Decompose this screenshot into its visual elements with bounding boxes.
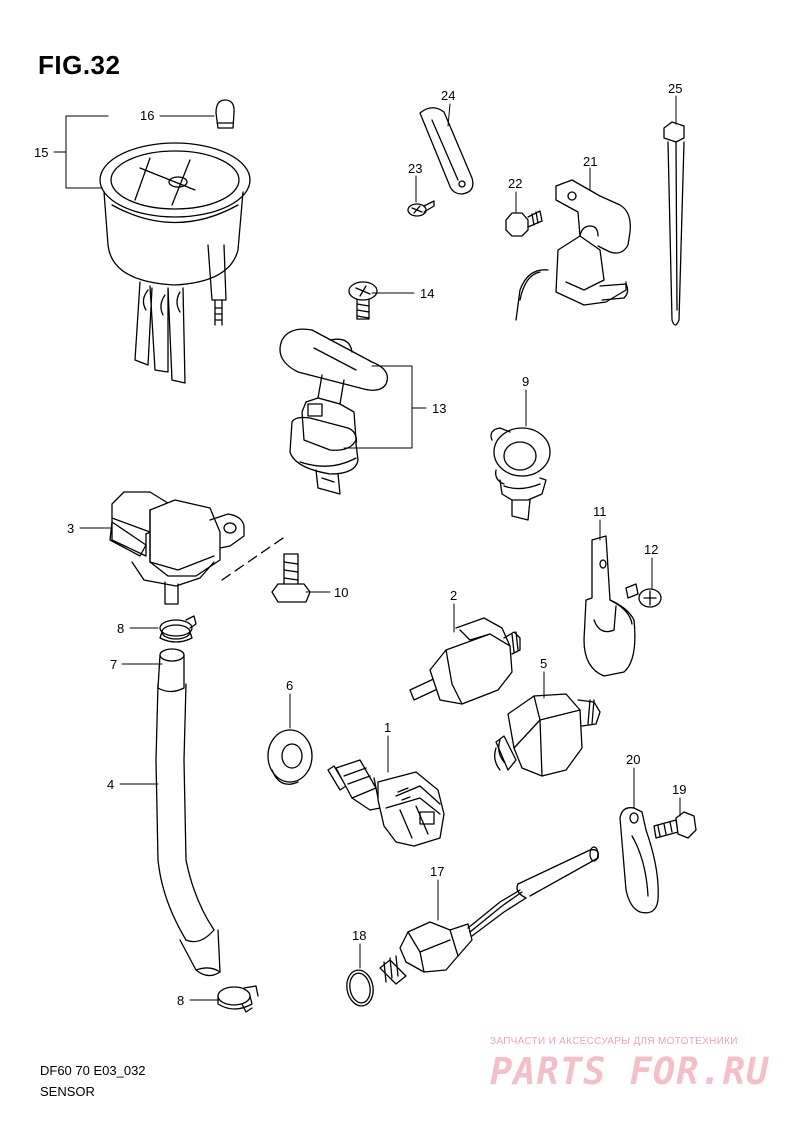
washer-6 — [267, 729, 313, 785]
callout-8-upper: 8 — [117, 621, 124, 636]
callout-22: 22 — [508, 176, 522, 191]
callout-6: 6 — [286, 678, 293, 693]
callout-17: 17 — [430, 864, 444, 879]
bolt-22 — [505, 210, 543, 237]
clip-8-lower — [217, 985, 259, 1013]
callout-labels: 15 16 24 23 22 21 25 14 13 9 3 10 8 7 4 … — [34, 81, 686, 1008]
sensor-bracket-21 — [515, 179, 631, 321]
callout-14: 14 — [420, 286, 434, 301]
section-name: SENSOR — [40, 1084, 95, 1099]
callout-10: 10 — [334, 585, 348, 600]
watermark-caption: ЗАПЧАСТИ И АКСЕССУАРЫ ДЛЯ МОТОТЕХНИКИ — [490, 1036, 738, 1047]
bulb-16 — [215, 99, 235, 129]
clip-8-upper — [159, 615, 197, 643]
bolt-10 — [271, 553, 311, 603]
callout-16: 16 — [140, 108, 154, 123]
callout-5: 5 — [540, 656, 547, 671]
callout-19: 19 — [672, 782, 686, 797]
figure-code: DF60 70 E03_032 — [40, 1063, 146, 1078]
callout-11: 11 — [593, 504, 607, 519]
callout-8-lower: 8 — [177, 993, 184, 1008]
screw-14 — [348, 281, 378, 320]
strap-24 — [419, 107, 474, 195]
bolt-19 — [653, 811, 697, 839]
cable-tie-25 — [663, 121, 685, 326]
leader-lines — [53, 95, 681, 1001]
map-sensor-3 — [109, 491, 245, 605]
callout-3: 3 — [67, 521, 74, 536]
callout-2: 2 — [450, 588, 457, 603]
figure-title: FIG.32 — [38, 50, 121, 80]
callout-1: 1 — [384, 720, 391, 735]
pressure-switch-5 — [494, 693, 601, 777]
alignment-line — [221, 535, 287, 581]
callout-15: 15 — [34, 145, 48, 160]
clamp-9 — [490, 427, 551, 521]
hose-4 — [155, 648, 221, 977]
callout-7: 7 — [110, 657, 117, 672]
screw-12 — [625, 583, 662, 608]
callout-4: 4 — [107, 777, 114, 792]
callout-20: 20 — [626, 752, 640, 767]
gauge-meter — [99, 142, 251, 384]
callout-21: 21 — [583, 154, 597, 169]
temp-sensor-1 — [327, 759, 445, 847]
callout-9: 9 — [522, 374, 529, 389]
o-ring-18 — [346, 969, 374, 1007]
wire-clip-20 — [619, 807, 659, 914]
watermark-logo: PARTS FOR.RU — [490, 1050, 770, 1093]
callout-18: 18 — [352, 928, 366, 943]
sensor-13 — [279, 328, 389, 495]
pressure-sensor-2 — [409, 617, 521, 705]
callout-25: 25 — [668, 81, 682, 96]
callout-24: 24 — [441, 88, 455, 103]
screw-23 — [407, 200, 435, 217]
wire-clip-11 — [583, 535, 636, 677]
callout-23: 23 — [408, 161, 422, 176]
callout-12: 12 — [644, 542, 658, 557]
sender-17 — [379, 846, 599, 985]
callout-13: 13 — [432, 401, 446, 416]
